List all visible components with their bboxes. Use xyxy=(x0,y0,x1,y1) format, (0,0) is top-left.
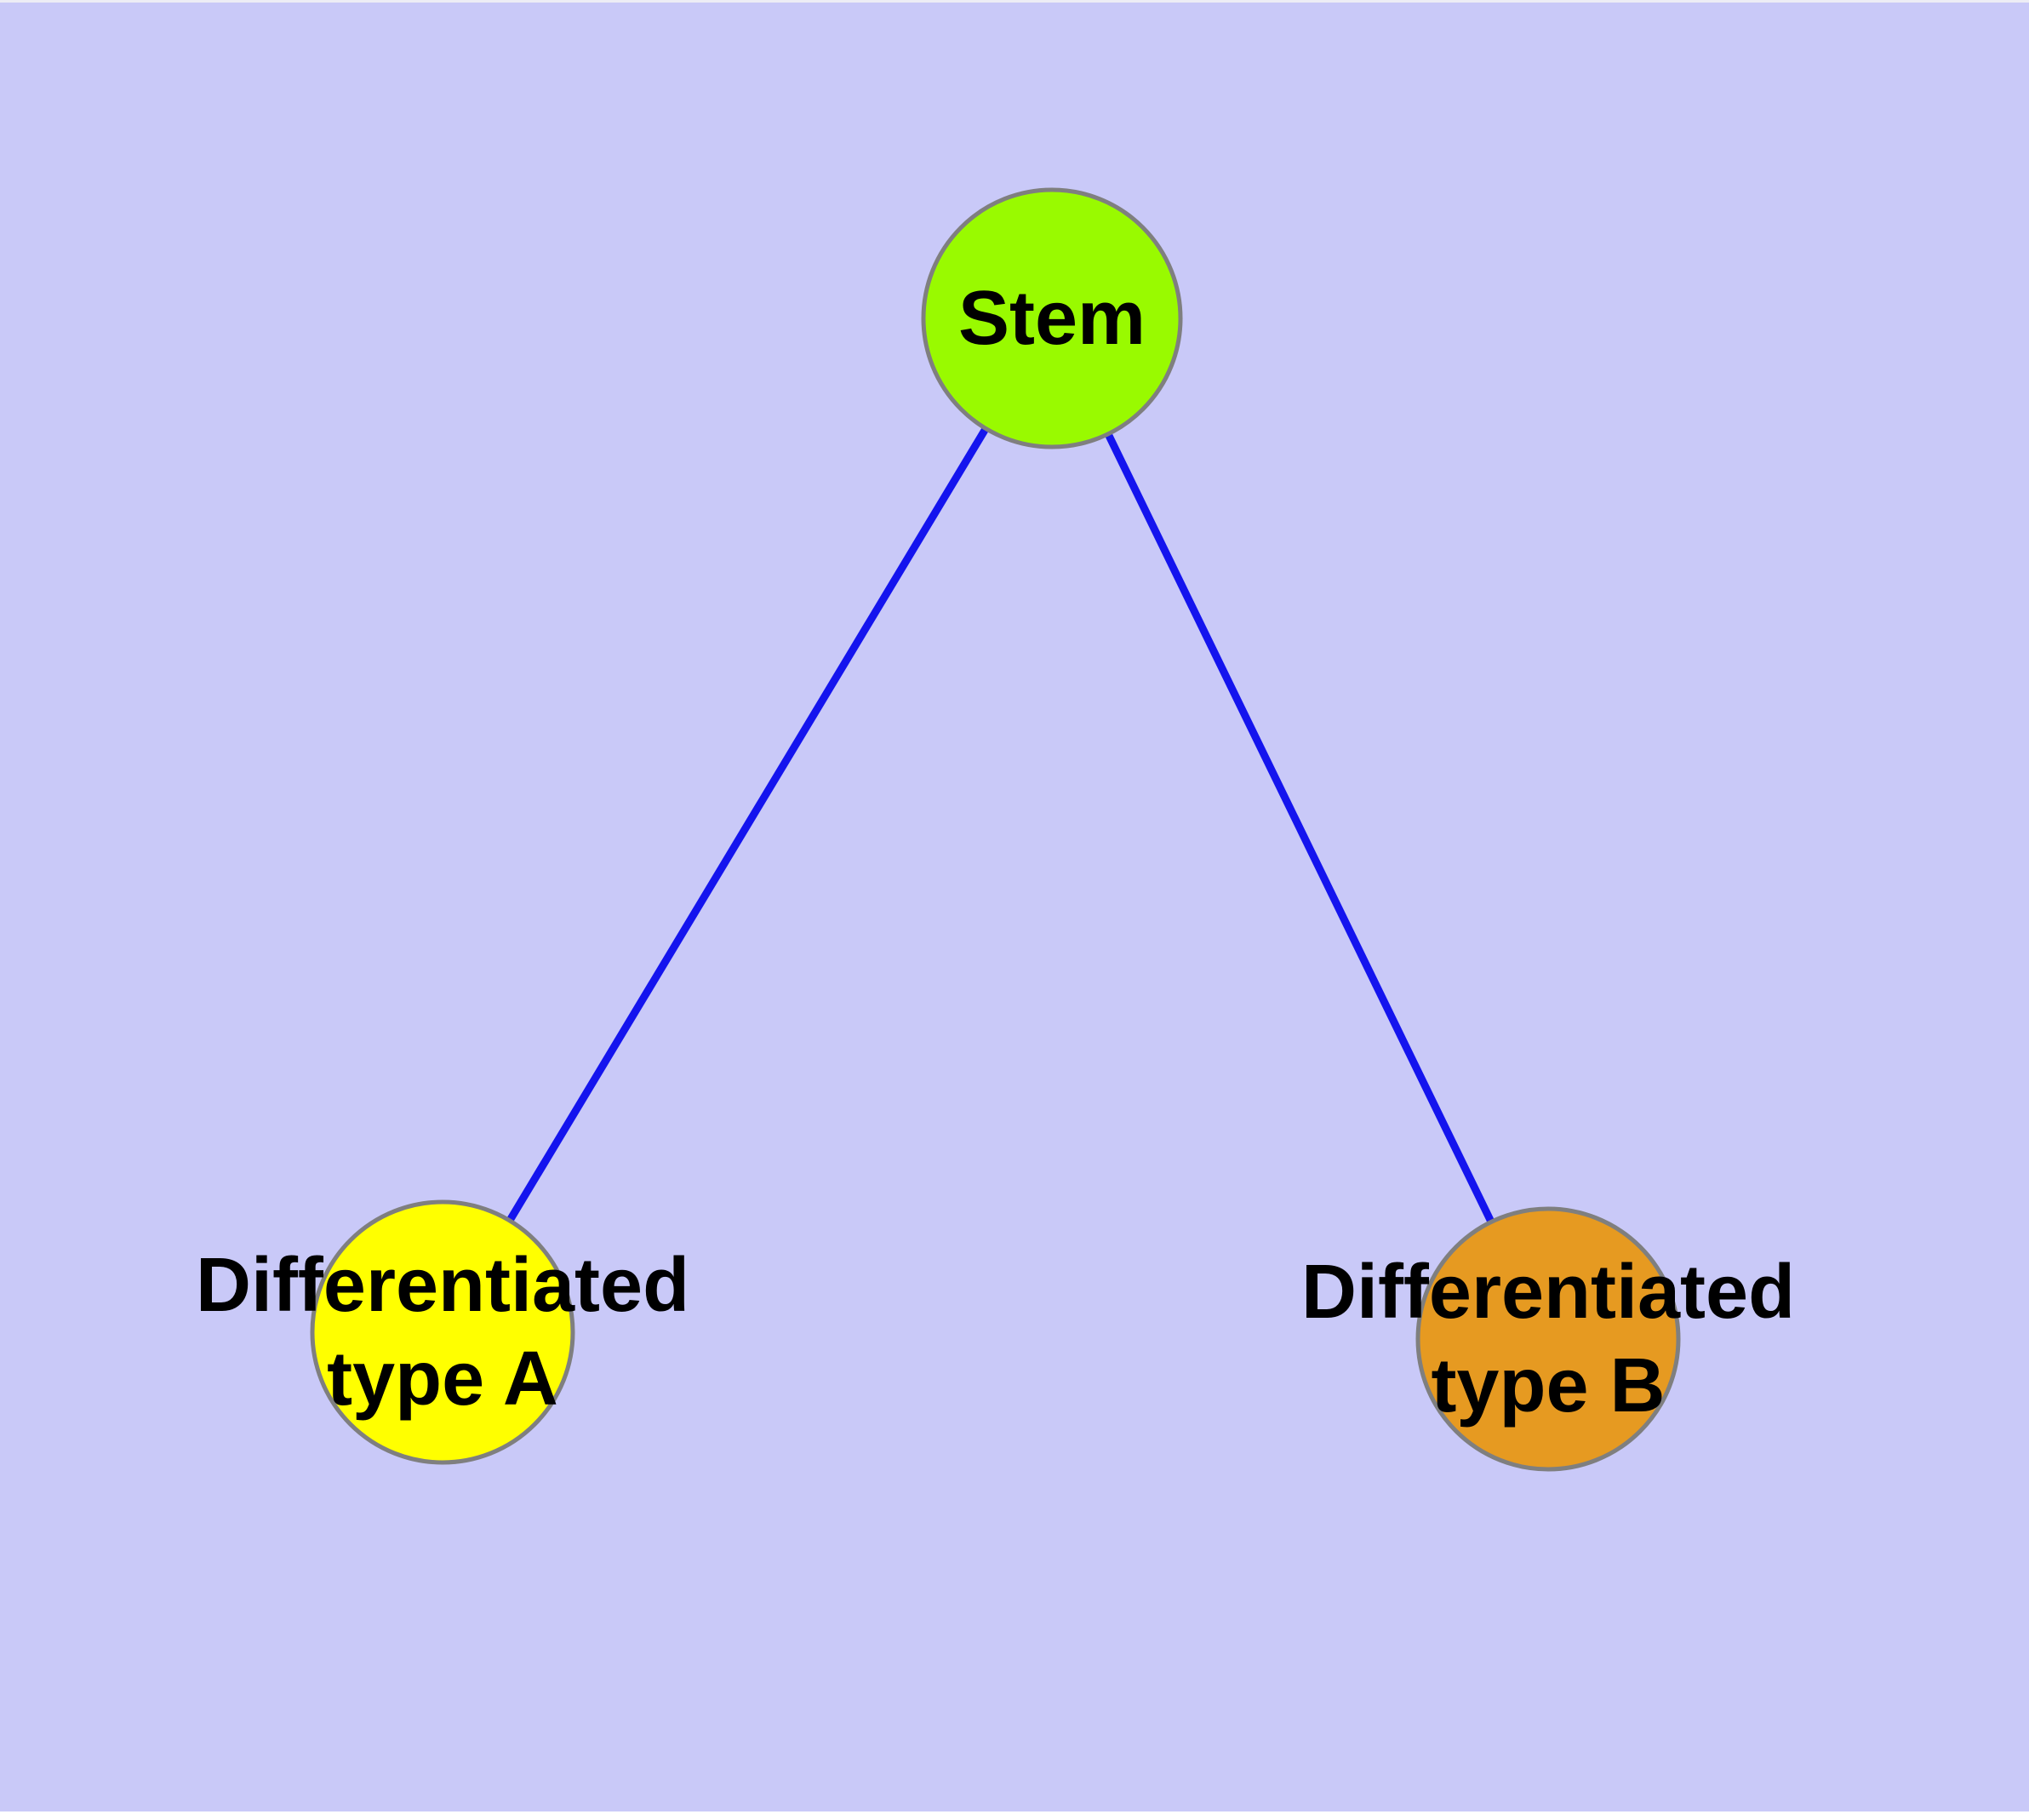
node-circle-type-a xyxy=(310,1199,575,1465)
node-circle-stem xyxy=(921,187,1183,449)
node-circle-type-b xyxy=(1415,1206,1681,1472)
edge-stem-to-type-b xyxy=(1048,317,1552,1341)
canvas-bottom-margin xyxy=(0,1811,2029,1820)
canvas-top-margin xyxy=(0,0,2029,3)
edge-stem-to-type-a xyxy=(439,316,1055,1335)
